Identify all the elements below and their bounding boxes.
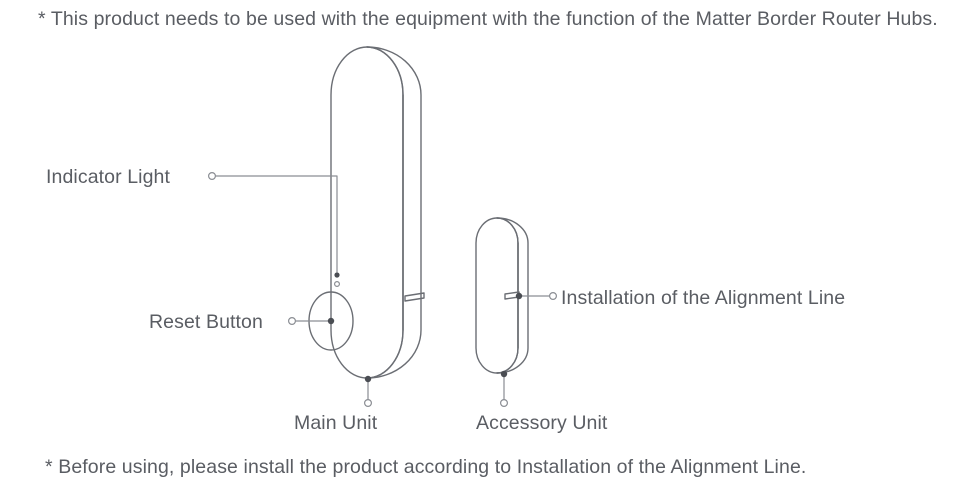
main-unit-body xyxy=(330,46,404,379)
part-label-accessory-unit: Accessory Unit xyxy=(476,412,608,434)
callout-label-indicator-light: Indicator Light xyxy=(46,166,170,188)
bottom-note-text: * Before using, please install the produ… xyxy=(45,456,807,478)
callout-leader-main-unit xyxy=(364,375,373,408)
part-label-main-unit: Main Unit xyxy=(294,412,378,434)
callout-label-alignment-line: Installation of the Alignment Line xyxy=(561,287,846,309)
accessory-unit-body xyxy=(475,217,519,374)
callout-leader-accessory-unit xyxy=(500,370,509,408)
callout-leader-alignment-line xyxy=(515,292,557,301)
top-note-text: * This product needs to be used with the… xyxy=(38,8,938,30)
main-unit-alignment-notch xyxy=(404,292,425,302)
main-unit-indicator-dots xyxy=(334,272,341,288)
callout-leader-indicator-light xyxy=(208,172,338,273)
callout-label-reset-button: Reset Button xyxy=(149,311,263,333)
callout-leader-reset-button xyxy=(288,317,335,326)
main-unit-side-face xyxy=(366,46,422,379)
